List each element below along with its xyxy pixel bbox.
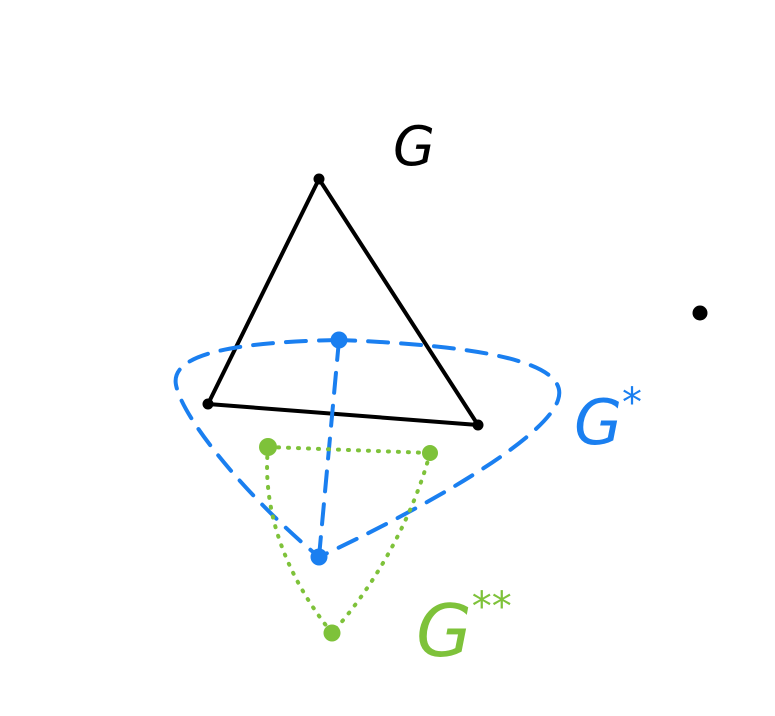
- dual-graph-vertices: [310, 331, 348, 566]
- label-dual-graph: G*: [574, 380, 642, 459]
- dual-vertex-outer-face: [310, 548, 328, 566]
- double-dual-edge-top: [266, 445, 432, 455]
- dual-edge-outer-loop: [173, 337, 562, 560]
- label-double-dual-base: G: [416, 589, 472, 673]
- graph-g-edge-top-right: [317, 177, 480, 427]
- label-dual-graph-base: G: [574, 386, 622, 459]
- double-dual-graph-g-star-star: [265, 445, 432, 635]
- graph-g-vertex-right: [472, 419, 484, 431]
- dual-graph-g-star: [173, 337, 562, 560]
- graph-g-edge-top-left: [206, 177, 321, 406]
- graph-g-vertex-top: [313, 173, 325, 185]
- double-dual-vertex-left: [259, 438, 277, 456]
- graph-g-vertex-left: [202, 398, 214, 410]
- label-dual-graph-mark: *: [622, 380, 642, 426]
- double-dual-edge-right: [330, 451, 432, 635]
- graph-g: [206, 177, 480, 427]
- double-dual-vertex-right: [422, 445, 438, 461]
- label-double-dual-graph: G**: [416, 584, 512, 673]
- dual-vertex-inner-face: [330, 331, 348, 349]
- isolated-vertex: [692, 305, 708, 321]
- label-graph-g: G: [393, 115, 435, 178]
- double-dual-vertex-bottom: [323, 624, 341, 642]
- double-dual-vertices: [259, 438, 438, 642]
- graph-g-vertices: [202, 173, 484, 431]
- label-double-dual-mark: **: [472, 584, 512, 630]
- graph-g-edge-bottom: [206, 402, 480, 427]
